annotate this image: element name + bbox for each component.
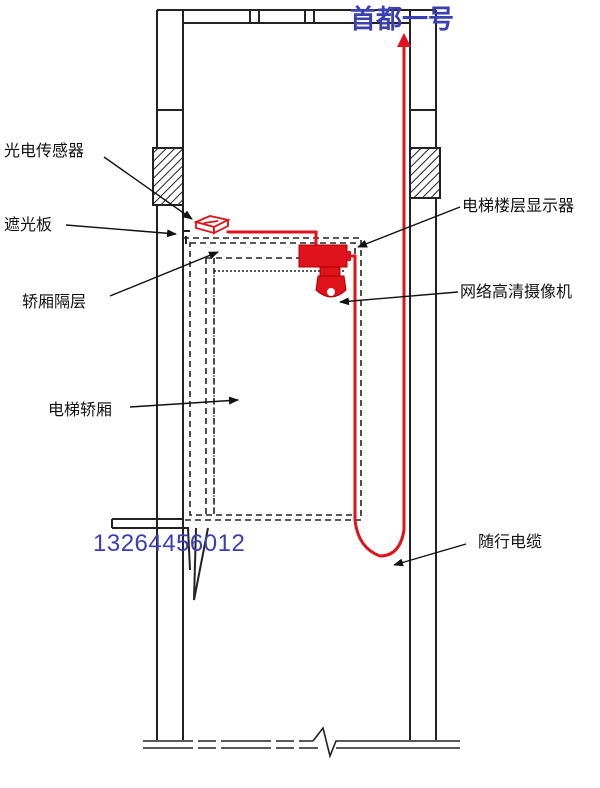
- leader-lines: [65, 156, 467, 567]
- landing-sill: [111, 518, 209, 601]
- photo-sensor-label: 光电传感器: [4, 141, 85, 160]
- traveling-cable-leader: [393, 543, 467, 567]
- elevator-car-label: 电梯轿厢: [48, 400, 113, 419]
- brand-text: 首都一号: [350, 5, 455, 35]
- left-wall-block: [152, 147, 184, 206]
- break-line: [143, 726, 460, 759]
- hd-camera-leader: [339, 291, 459, 306]
- traveling-cable-label: 随行电缆: [478, 532, 543, 551]
- photo-sensor-leader: [103, 156, 193, 220]
- floor-display: [298, 244, 348, 268]
- right-wall-block: [409, 147, 441, 199]
- floor-display-label: 电梯楼层显示器: [462, 196, 575, 215]
- photo-sensor: [193, 215, 231, 235]
- car-partition-label: 轿厢隔层: [22, 292, 87, 311]
- shaft-walls: [156, 9, 437, 740]
- car-partition-leader: [109, 251, 219, 297]
- elevator-car-leader: [129, 396, 239, 408]
- phone-number: 13264456012: [93, 530, 246, 557]
- hd-camera-label: 网络高清摄像机: [460, 282, 573, 301]
- hd-camera: [315, 266, 347, 298]
- shading-plate-label: 遮光板: [4, 215, 53, 234]
- floor-display-leader: [357, 206, 461, 248]
- shading-plate-leader: [65, 224, 177, 238]
- traveling-cable: [226, 33, 411, 558]
